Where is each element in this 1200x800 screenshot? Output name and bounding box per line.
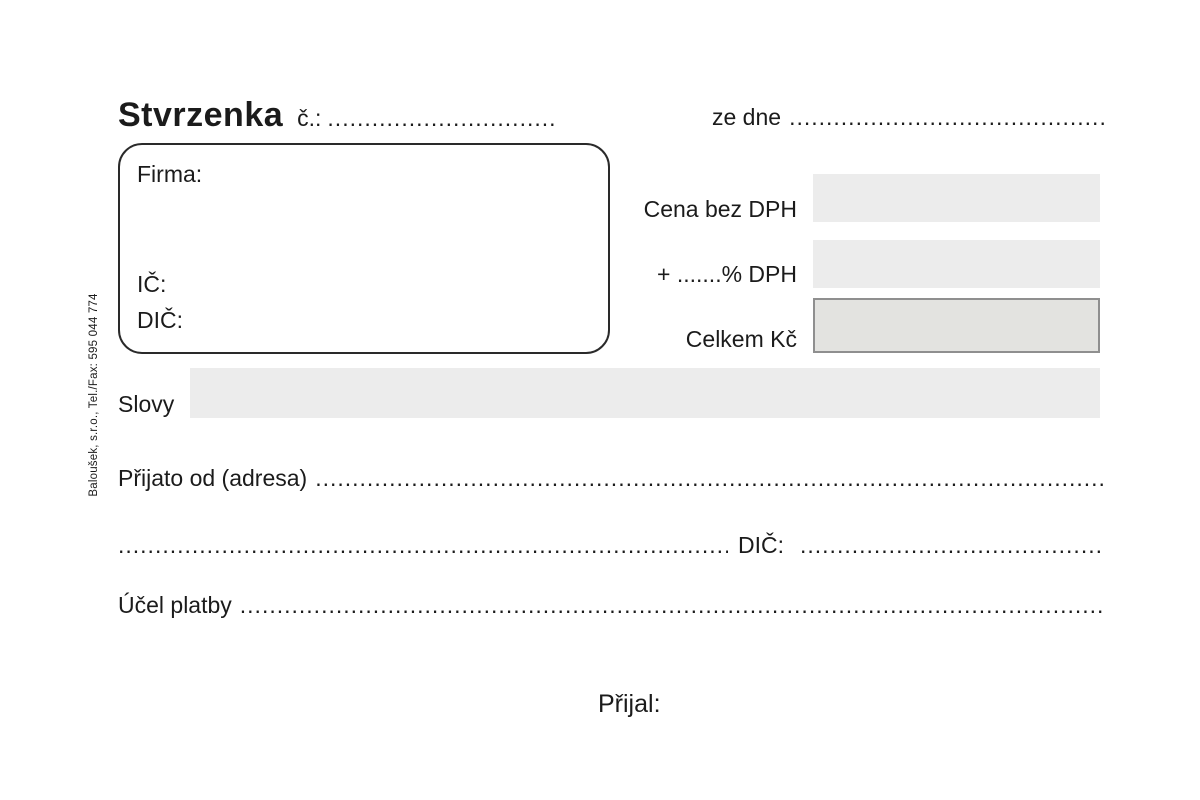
form-header: Stvrzenka č.: ..........................… bbox=[118, 96, 557, 135]
receipt-number-blank: ............................... bbox=[327, 105, 557, 131]
receipt-number-label: č.: bbox=[297, 105, 322, 131]
ucel-platby-line: Účel platby ............................… bbox=[118, 592, 1104, 618]
form-title: Stvrzenka bbox=[118, 96, 284, 134]
address-dic-line: ........................................… bbox=[118, 532, 1104, 558]
prijal-label: Přijal: bbox=[598, 690, 661, 718]
date-label: ze dne bbox=[712, 104, 782, 130]
ucel-platby-blank: ........................................… bbox=[239, 592, 1104, 618]
dic-blank: ........................................… bbox=[800, 532, 1104, 558]
dph-field bbox=[813, 240, 1100, 288]
dic-label-company: DIČ: bbox=[137, 307, 183, 333]
prijato-od-line: Přijato od (adresa) ....................… bbox=[118, 465, 1104, 491]
dic-label-payer: DIČ: bbox=[738, 532, 784, 558]
date-blank: ........................................… bbox=[789, 104, 1104, 130]
celkem-kc-field bbox=[813, 298, 1100, 353]
address-continuation-blank: ........................................… bbox=[118, 532, 728, 558]
ucel-platby-label: Účel platby bbox=[118, 592, 232, 618]
printer-credit: Baloušek, s.r.o., Tel./Fax: 595 044 774 bbox=[88, 293, 100, 497]
cena-bez-dph-label: Cena bez DPH bbox=[643, 196, 797, 222]
ic-label: IČ: bbox=[137, 271, 167, 297]
celkem-kc-label: Celkem Kč bbox=[685, 326, 797, 352]
prijato-od-blank: ........................................… bbox=[315, 465, 1104, 491]
slovy-field bbox=[190, 368, 1100, 418]
prijato-od-label: Přijato od (adresa) bbox=[118, 465, 308, 491]
firma-label: Firma: bbox=[137, 161, 203, 187]
company-box: Firma: IČ: DIČ: bbox=[118, 143, 610, 354]
date-row: ze dne .................................… bbox=[712, 104, 1104, 131]
cena-bez-dph-field bbox=[813, 174, 1100, 222]
slovy-label: Slovy bbox=[118, 391, 175, 417]
dph-percent-label: + .......% DPH bbox=[657, 261, 797, 287]
